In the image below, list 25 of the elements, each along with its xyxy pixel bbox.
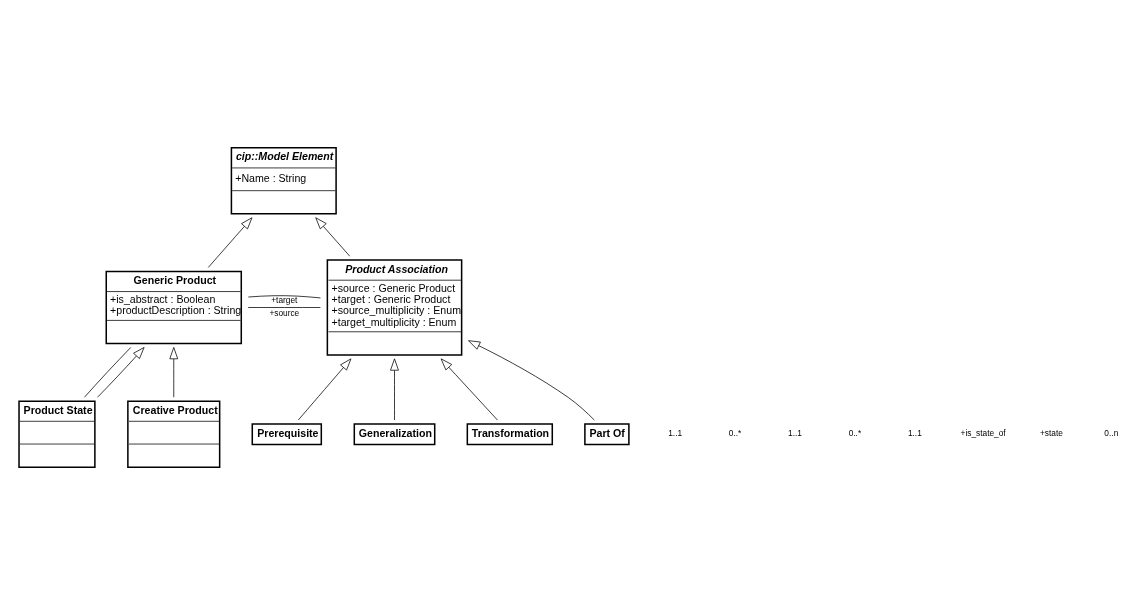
arrow xyxy=(97,347,145,398)
connector xyxy=(247,307,321,308)
label: 0..n xyxy=(1104,428,1119,439)
label: +state xyxy=(1039,428,1063,439)
connector xyxy=(247,295,321,299)
node-box: Generalization xyxy=(353,423,436,446)
node-box: Transformation xyxy=(466,423,554,446)
label: 1..1 xyxy=(668,428,683,439)
edge-label: +target xyxy=(271,294,298,305)
connector xyxy=(84,347,132,398)
arrow xyxy=(207,217,253,268)
arrow xyxy=(297,358,352,421)
label: 1..1 xyxy=(788,428,802,439)
node-box: Prerequisite xyxy=(251,423,323,446)
node-box: Part Of xyxy=(584,423,630,446)
edge-label: +source xyxy=(269,308,300,319)
arrow xyxy=(169,347,179,398)
arrow xyxy=(468,340,595,421)
label: 0..* xyxy=(728,428,742,439)
label: +is_state_of xyxy=(960,428,1006,439)
arrow xyxy=(315,217,351,257)
label: 1..1 xyxy=(907,428,922,439)
arrow xyxy=(440,358,498,421)
label: 0..* xyxy=(848,428,862,439)
arrow xyxy=(390,358,399,421)
